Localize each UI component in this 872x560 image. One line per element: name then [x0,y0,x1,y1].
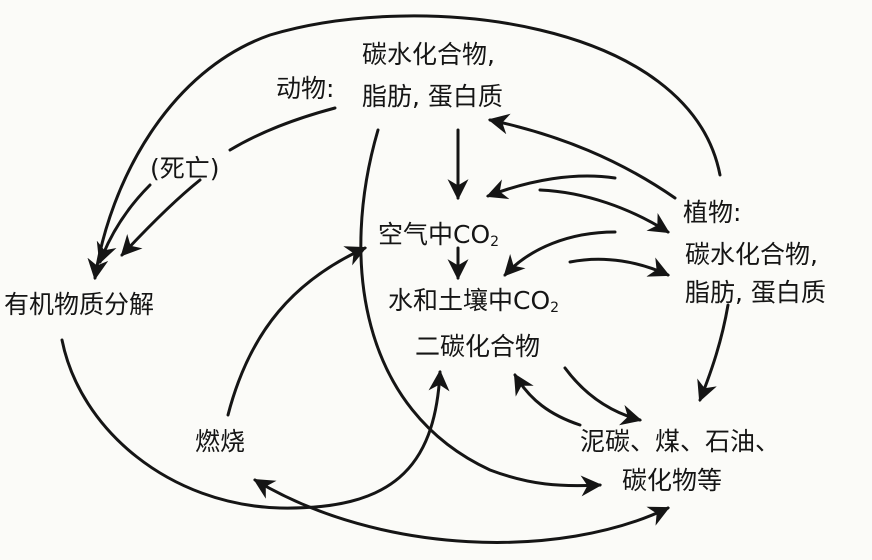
plant-to-decomposition-arrow [87,14,722,281]
soil-to-plant-arrow [568,257,670,277]
animal-line-1: 碳水化合物, [362,40,495,69]
plant-line-2: 脂肪, 蛋白质 [685,278,826,307]
plant-to-soil-arrow [503,230,617,277]
fossil-line-1: 泥碳、煤、石油、 [580,427,781,456]
soil-co2-subscript: 2 [550,300,560,316]
plant-to-fossil-arrow [697,303,730,402]
fossil-to-soil-arrow [513,373,582,427]
air-to-plant-arrow [538,188,670,234]
fossil-line-2: 碳化物等 [622,466,723,495]
plant-to-animal-arrow [487,113,677,200]
animal-death-arrow-upper [228,106,337,152]
decomposition-to-soil-arrow [60,338,450,510]
soil-co2-label: 水和土壤中CO2 [388,284,559,325]
death-to-decomposition-arrow [120,178,202,257]
combustion-label: 燃烧 [195,427,246,456]
animal-death-arrow-lower [96,183,152,264]
soil-to-fossil-arrow [563,366,643,426]
decomposition-label: 有机物质分解 [4,290,155,319]
plant-label: 植物: [683,198,742,227]
animal-label: 动物: [276,74,335,103]
air-co2-subscript: 2 [490,234,500,250]
air-co2-label: 空气中CO2 [378,218,499,259]
plant-line-1: 碳水化合物, [685,240,818,269]
combustion-to-air-arrow [226,246,367,417]
death-label: (死亡) [150,154,220,183]
plant-to-air-arrow [486,174,617,200]
combustion-fossil-arrow [253,478,670,544]
animal-line-2: 脂肪, 蛋白质 [362,82,503,111]
soil-line-2: 二碳化合物 [415,332,541,361]
air-co2-text: 空气中CO [378,220,491,249]
soil-co2-text: 水和土壤中CO [388,286,551,315]
